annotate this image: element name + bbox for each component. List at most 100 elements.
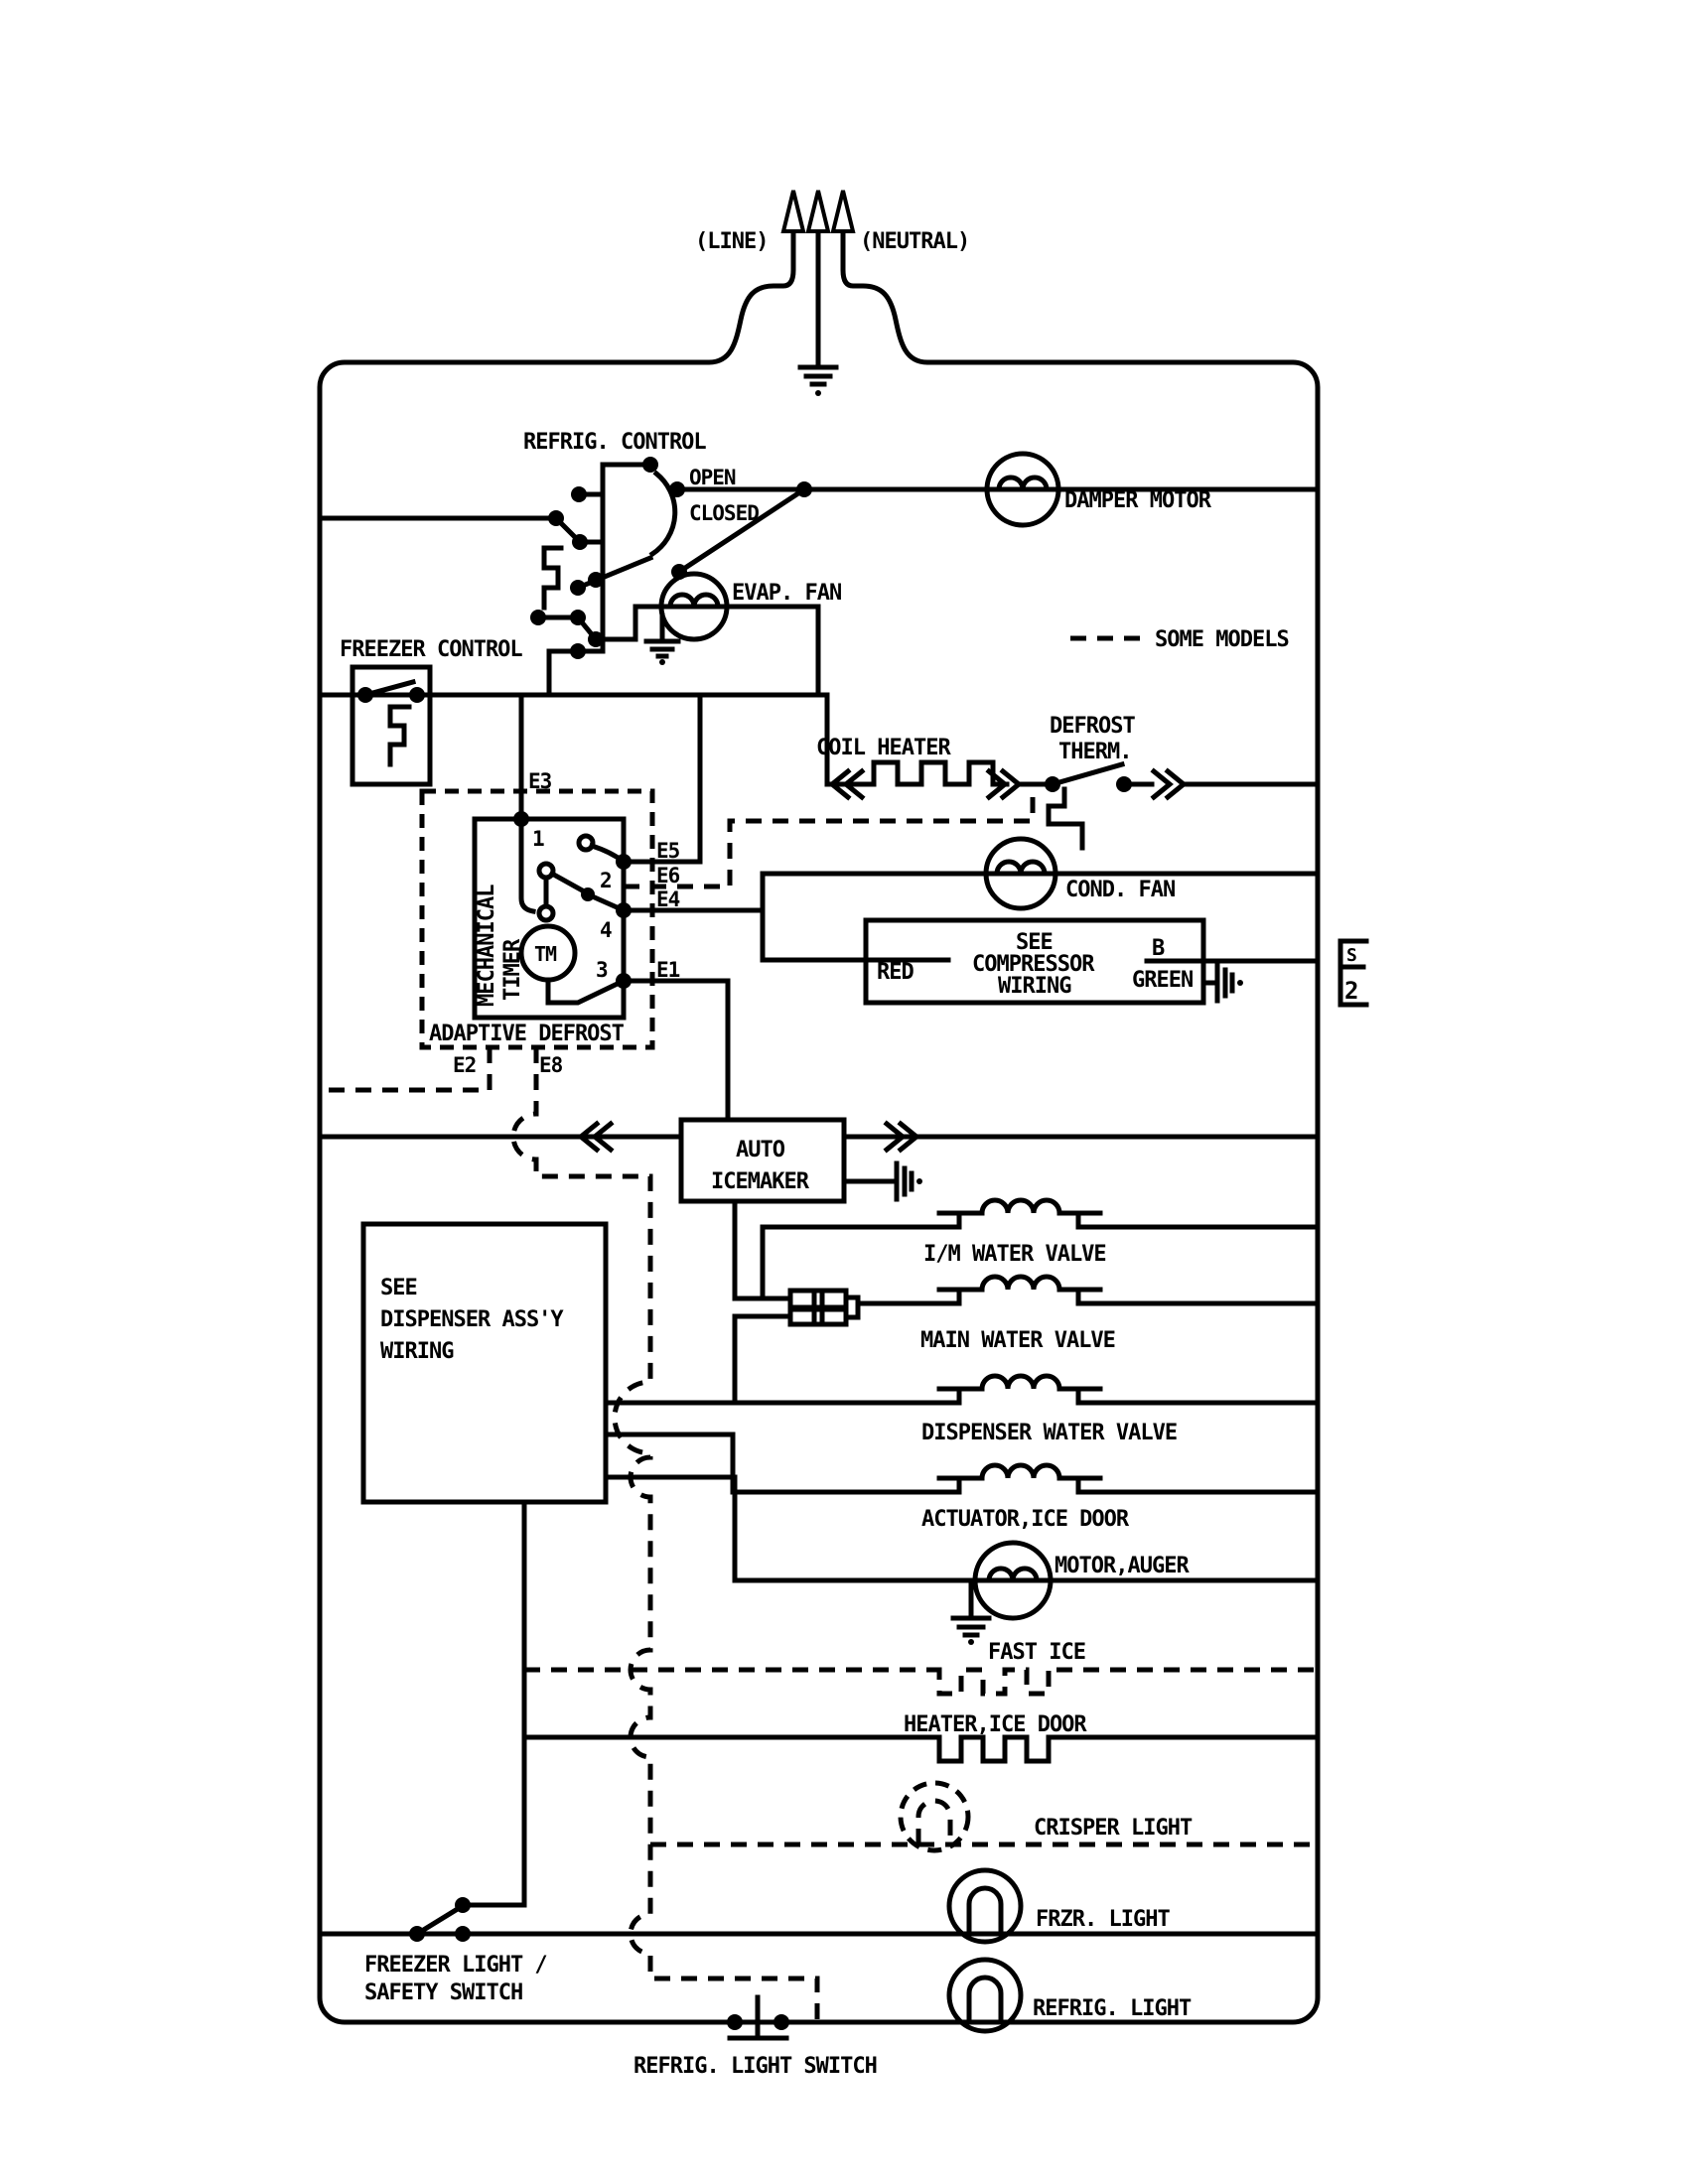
enclosure-outline xyxy=(317,227,1321,2025)
line-label: (LINE) xyxy=(695,229,768,254)
some-models-label: SOME MODELS xyxy=(1155,627,1289,652)
mechanical-label: MECHANICAL xyxy=(475,885,499,1007)
heater-ice-door-label: HEATER,ICE DOOR xyxy=(904,1712,1087,1737)
refrig-light-switch: REFRIG. LIGHT SWITCH xyxy=(633,1994,878,2079)
green-wire-label: GREEN xyxy=(1132,968,1193,993)
e4-label: E4 xyxy=(656,887,680,911)
coil-heater-resistor xyxy=(853,759,1010,787)
neutral-label: (NEUTRAL) xyxy=(860,229,969,254)
im-water-valve-coil xyxy=(979,1197,1062,1216)
terminal-2-label: 2 xyxy=(600,869,612,892)
refrig-light-switch-label: REFRIG. LIGHT SWITCH xyxy=(633,2054,877,2079)
defrost-therm-sensor xyxy=(1046,786,1085,851)
actuator-ice-door-label: ACTUATOR,ICE DOOR xyxy=(921,1507,1130,1532)
refrig-control-label: REFRIG. CONTROL xyxy=(523,430,706,455)
actuator-ice-door-coil xyxy=(979,1462,1062,1481)
freezer-control-label: FREEZER CONTROL xyxy=(340,637,522,662)
main-water-valve: MAIN WATER VALVE xyxy=(732,1274,1321,1406)
damper-motor-label: DAMPER MOTOR xyxy=(1064,488,1212,513)
terminal-4-label: 4 xyxy=(600,918,612,942)
e1-label: E1 xyxy=(656,958,680,982)
damper-motor: DAMPER MOTOR xyxy=(674,451,1321,528)
dispenser-see-label: SEE xyxy=(380,1276,417,1300)
auto-icemaker-box xyxy=(678,1117,847,1204)
earth-ground-icon xyxy=(797,364,839,396)
e8-harness-path xyxy=(510,1047,820,2022)
freezer-safety-switch: FREEZER LIGHT / SAFETY SWITCH xyxy=(364,1499,548,2005)
refrig-light-symbol xyxy=(946,1957,1024,2034)
motor-auger-label: MOTOR,AUGER xyxy=(1055,1554,1190,1578)
heater-ice-door-resistor xyxy=(930,1734,1059,1764)
freezer-safety-switch-label-2: SAFETY SWITCH xyxy=(364,1980,522,2005)
enclosure-border xyxy=(317,227,1321,2025)
motor-auger: MOTOR,AUGER xyxy=(603,1474,1321,1645)
frzr-light-label: FRZR. LIGHT xyxy=(1036,1907,1170,1932)
freezer-control-box xyxy=(350,664,433,787)
compressor-reference: SEE COMPRESSOR WIRING RED B GREEN xyxy=(760,871,1321,1006)
auto-label: AUTO xyxy=(736,1138,785,1162)
sheet-ref-tag: S 2 xyxy=(1337,938,1369,1008)
sheet-ref-s: S xyxy=(1346,945,1356,966)
some-models-harness xyxy=(510,1047,820,2022)
icemaker-ground-icon xyxy=(894,1160,922,1202)
crisper-light-symbol xyxy=(898,1780,971,1853)
im-water-valve: I/M WATER VALVE xyxy=(760,1197,1321,1301)
coil-heater: COIL HEATER xyxy=(816,692,1055,801)
defrost-therm-label-1: DEFROST xyxy=(1050,714,1135,739)
refrig-light-label: REFRIG. LIGHT xyxy=(1033,1996,1192,2021)
chevron-left-icon xyxy=(577,1120,615,1154)
terminal-1-label: 1 xyxy=(532,827,544,851)
chevron-right-icon xyxy=(883,1120,920,1154)
adaptive-defrost-timer: E3 MECHANICAL TIMER TM 1 2 4 3 ADAPTIVE … xyxy=(320,692,1036,1123)
damper-motor-symbol xyxy=(984,451,1061,528)
crisper-light-label: CRISPER LIGHT xyxy=(1034,1816,1193,1841)
evap-fan-ground-icon xyxy=(643,613,681,665)
cond-fan-symbol xyxy=(983,836,1058,911)
im-water-valve-label: I/M WATER VALVE xyxy=(923,1242,1106,1267)
connector-tab xyxy=(843,1295,861,1320)
refrig-light: REFRIG. LIGHT xyxy=(946,1957,1193,2034)
evap-fan-label: EVAP. FAN xyxy=(732,581,841,606)
motor-auger-ground-icon xyxy=(950,1577,992,1645)
red-wire-label: RED xyxy=(877,960,914,985)
dispenser-water-valve-coil xyxy=(979,1373,1062,1392)
crisper-light: CRISPER LIGHT xyxy=(650,1780,1318,1853)
e8-label: E8 xyxy=(539,1053,563,1077)
connector-bottom xyxy=(787,1306,849,1327)
adaptive-defrost-label: ADAPTIVE DEFROST xyxy=(429,1022,625,1046)
e5-label: E5 xyxy=(656,839,680,863)
frzr-light: FRZR. LIGHT xyxy=(317,1867,1321,1945)
frzr-light-symbol xyxy=(946,1867,1024,1945)
icemaker-label: ICEMAKER xyxy=(711,1169,810,1194)
auto-icemaker: AUTO ICEMAKER xyxy=(317,1117,1321,1301)
e6-label: E6 xyxy=(656,864,680,887)
fast-ice-label: FAST ICE xyxy=(988,1640,1085,1665)
dispenser-water-valve: DISPENSER WATER VALVE xyxy=(603,1373,1321,1445)
defrost-therm-label-2: THERM. xyxy=(1058,740,1131,764)
closed-label: CLOSED xyxy=(689,501,759,525)
heater-ice-door: HEATER,ICE DOOR xyxy=(521,1712,1321,1764)
dispenser-water-valve-label: DISPENSER WATER VALVE xyxy=(921,1421,1177,1445)
compressor-wiring-label: WIRING xyxy=(998,974,1071,999)
compressor-label: COMPRESSOR xyxy=(972,952,1095,977)
connector-top xyxy=(787,1288,849,1310)
green-ground-icon xyxy=(1214,962,1243,1004)
refrig-control: REFRIG. CONTROL OPEN CLOSED xyxy=(317,430,812,698)
coil-heater-label: COIL HEATER xyxy=(816,736,951,760)
actuator-ice-door: ACTUATOR,ICE DOOR xyxy=(603,1432,1321,1532)
sheet-ref-n: 2 xyxy=(1344,977,1357,1005)
motor-auger-symbol xyxy=(972,1540,1054,1621)
open-label: OPEN xyxy=(689,466,736,489)
ground-arrow-icon xyxy=(805,190,831,233)
fast-ice: FAST ICE xyxy=(524,1640,1318,1697)
some-models-legend: SOME MODELS xyxy=(1070,627,1290,652)
line-arrow-icon xyxy=(780,190,806,233)
power-entry: (LINE) (NEUTRAL) xyxy=(695,190,970,396)
chevron-right-icon xyxy=(1150,767,1188,801)
defrost-therm: DEFROST THERM. xyxy=(1045,714,1321,851)
dispenser-wiring-label: WIRING xyxy=(380,1339,454,1364)
tm-label: TM xyxy=(534,942,557,966)
main-water-valve-coil xyxy=(979,1274,1062,1293)
